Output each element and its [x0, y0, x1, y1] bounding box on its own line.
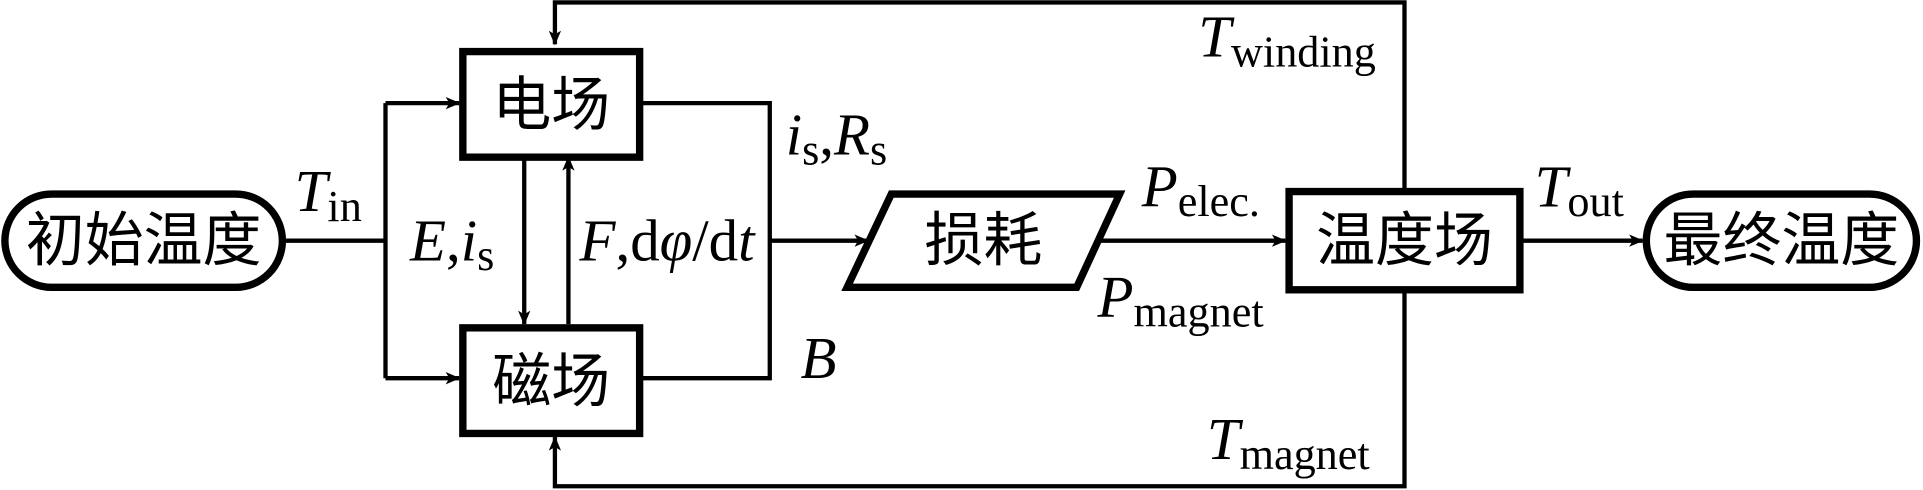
magnetic-field-box [459, 324, 644, 438]
p-elec-label: Pelec. [1141, 153, 1260, 226]
initial-temp-terminal [1, 190, 287, 292]
electric-field-box [459, 47, 644, 161]
f-dphi-dt-label: F,dφ/dt [578, 207, 756, 273]
temperature-field-box [1285, 187, 1524, 294]
t-magnet-label: Tmagnet [1207, 406, 1371, 479]
magnetic-field-label: 磁场 [492, 347, 610, 416]
t-in-label: Tin [295, 158, 362, 231]
losses-label: 损耗 [924, 205, 1042, 274]
final-temp-label: 最终温度 [1664, 205, 1900, 274]
e-is-label: E,is [409, 207, 494, 280]
t-winding-label: Twinding [1198, 3, 1376, 76]
final-temp-terminal [1642, 190, 1921, 292]
p-magnet-label: Pmagnet [1097, 264, 1265, 337]
t-out-label: Tout [1535, 153, 1625, 226]
electric-field-label: 电场 [492, 70, 610, 139]
losses-parallelogram [841, 190, 1126, 292]
initial-temp-label: 初始温度 [26, 205, 262, 274]
is-rs-label: is,Rs [786, 102, 888, 175]
feedback-winding-loop [548, 0, 1407, 192]
feedback-magnet-loop [548, 289, 1407, 489]
b-label: B [800, 325, 836, 391]
temperature-field-label: 温度场 [1316, 205, 1493, 274]
connectors [282, 0, 1644, 489]
